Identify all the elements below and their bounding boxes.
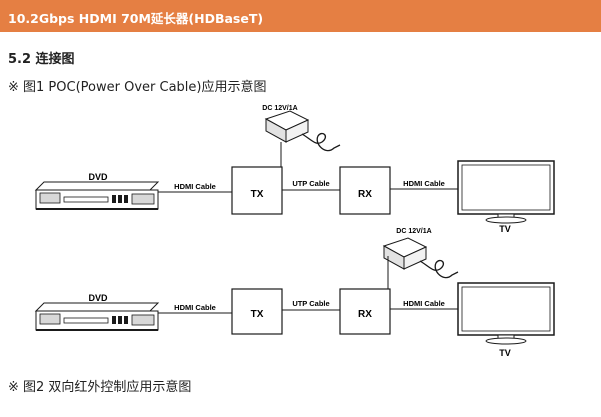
- hdmi-cable-out-label: HDMI Cable: [403, 179, 445, 188]
- power-adapter-icon: [382, 237, 459, 289]
- figure-2-caption: ※ 图2 双向红外控制应用示意图: [8, 380, 192, 395]
- tx-box: [231, 288, 283, 335]
- dvd-label: DVD: [88, 293, 108, 303]
- power-label: DC 12V/1A: [396, 228, 431, 235]
- header-title: 10.2Gbps HDMI 70M延长器(HDBaseT): [8, 11, 264, 26]
- power-label: DC 12V/1A: [262, 105, 297, 112]
- tx-label: TX: [251, 309, 264, 320]
- tx-label: TX: [251, 189, 264, 200]
- rx-label: RX: [358, 309, 372, 320]
- dvd-label: DVD: [88, 172, 108, 182]
- rx-box: [339, 166, 391, 215]
- hdmi-cable-out-label: HDMI Cable: [403, 299, 445, 308]
- diagram-1: DVD HDMI Cable TX DC 12V/1A UTP Cable RX…: [34, 105, 555, 234]
- utp-cable-label: UTP Cable: [292, 299, 329, 308]
- figure-1-caption: ※ 图1 POC(Power Over Cable)应用示意图: [8, 80, 267, 95]
- dvd-player-icon: [34, 302, 160, 331]
- power-adapter-icon: [264, 110, 341, 167]
- tv-label: TV: [499, 224, 511, 234]
- diagram-2: DVD HDMI Cable TX UTP Cable RX DC 12V/1A…: [34, 228, 555, 358]
- utp-cable-label: UTP Cable: [292, 179, 329, 188]
- tv-label: TV: [499, 348, 511, 358]
- tv-icon: [457, 160, 555, 224]
- section-title: 5.2 连接图: [8, 52, 75, 67]
- rx-label: RX: [358, 189, 372, 200]
- hdmi-cable-in-label: HDMI Cable: [174, 303, 216, 312]
- rx-box: [339, 288, 391, 335]
- hdmi-cable-in-label: HDMI Cable: [174, 182, 216, 191]
- header-bar: 10.2Gbps HDMI 70M延长器(HDBaseT): [0, 0, 601, 32]
- tv-icon: [457, 282, 555, 345]
- dvd-player-icon: [34, 181, 160, 210]
